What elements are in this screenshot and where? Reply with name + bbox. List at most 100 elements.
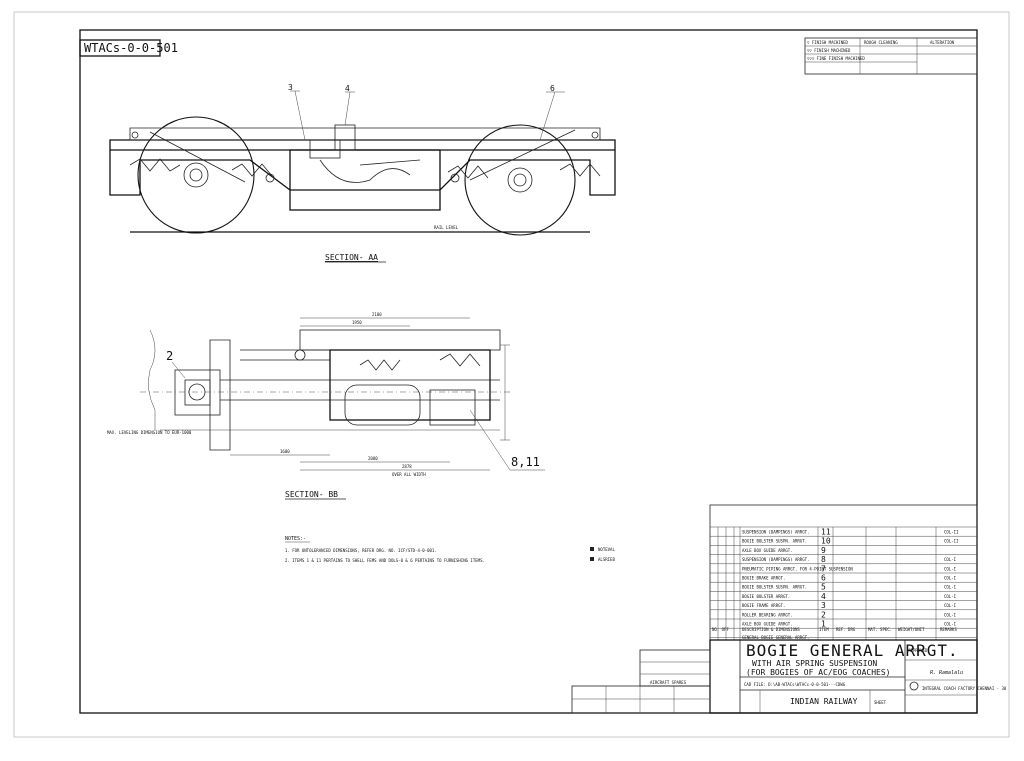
parts-row-remark: COL-I — [944, 566, 957, 571]
parts-row-remark: COL-I — [944, 585, 957, 590]
parts-row-desc: BOGIE BOLSTER ARRGT. — [742, 594, 790, 599]
parts-row-item: 2 — [821, 610, 826, 619]
title-sub-2: (FOR BOGIES OF AC/EOG COACHES) — [746, 668, 891, 677]
outer-border — [13, 11, 1010, 738]
parts-row-desc: BOGIE BRAKE ARRGT. — [742, 576, 785, 581]
surface-finish-table: ▽ FINISH MACHINED ▽▽ FINISH MACHINED ▽▽▽… — [804, 37, 978, 75]
parts-row-item: 1 — [821, 620, 826, 629]
note-2: 2. ITEMS 1 & 11 PERTAINS TO SHELL FEMS A… — [285, 558, 485, 563]
dim-1600: 1600 — [280, 449, 290, 454]
notes-block: NOTES:- 1. FOR UNTOLERANCED DIMENSIONS, … — [285, 536, 615, 563]
notes-heading: NOTES:- — [285, 536, 306, 542]
callout-8-11: 8,11 — [511, 455, 540, 469]
aircraft-spares-label: AIRCRAFT SPARES — [650, 680, 687, 685]
cad-file: CAD FILE: D:\AB-WTACs\WTACs-0-0-501---CD… — [744, 682, 846, 687]
parts-row: ROLLER BEARING ARRGT. 2 COL-I — [742, 610, 957, 619]
left-wheel — [137, 116, 255, 234]
parts-row: BOGIE BOLSTER SUSPN. ARRGT. 10 COL-II — [742, 537, 959, 546]
callout-2: 2 — [166, 349, 173, 363]
sheet-label: SHEET — [874, 700, 887, 705]
parts-row-desc: ROLLER BEARING ARRGT. — [742, 612, 793, 617]
parts-row: PNEUMATIC PIPING ARRGT. FOR 4-POINT SUSP… — [742, 564, 957, 573]
title-sub-1: WITH AIR SPRING SUSPENSION — [752, 659, 877, 668]
parts-row-desc: BOGIE BOLSTER SUSPN. ARRGT. — [742, 539, 807, 544]
parts-row-desc: AXLE BOX GUIDE ARRGT. — [742, 622, 793, 627]
note-1: 1. FOR UNTOLERANCED DIMENSIONS, REFER DR… — [285, 548, 437, 553]
parts-row-item: 11 — [821, 528, 831, 537]
title-main: BOGIE GENERAL ARRGT. — [746, 641, 959, 660]
finish-row-3: ▽▽▽ FINE FINISH MACHINED — [807, 56, 865, 61]
railway-name: INDIAN RAILWAY — [790, 697, 858, 706]
section-bb-drawing: 2180 1950 1600 2080 2878 OVER ALL WIDTH … — [107, 312, 545, 477]
parts-header-no: NO. OFF — [712, 627, 729, 632]
dim-2080: 2080 — [368, 456, 378, 461]
title-block: BOGIE GENERAL ARRGT. WITH AIR SPRING SUS… — [709, 639, 1007, 714]
rail-level-label: RAIL LEVEL — [434, 225, 459, 230]
parts-row-remark: COL-II — [944, 539, 959, 544]
right-wheel — [464, 124, 576, 236]
rough-cleaning-label: ROUGH CLEANING — [864, 40, 898, 45]
parts-row-remark: COL-I — [944, 557, 957, 562]
section-aa-title: SECTION- AA — [325, 253, 378, 262]
parts-row: BOGIE FRAME ARRGT. 3 COL-I — [742, 601, 957, 610]
section-bb-title: SECTION- BB — [285, 490, 338, 499]
parts-row: SUSPENSION (DAMPINGS) ARRGT. 11 COL-II — [742, 528, 959, 537]
parts-row-item: 7 — [821, 564, 826, 573]
section-aa-drawing: RAIL LEVEL 3 4 6 — [109, 83, 616, 236]
dim-1950: 1950 — [352, 320, 362, 325]
dim-2180: 2180 — [372, 312, 382, 317]
parts-header-mat: MAT. SPEC. — [868, 627, 892, 632]
parts-row-item: 4 — [821, 592, 826, 601]
leveling-note: MAX. LEVELING DIMENSION TO EUR-1000 — [107, 430, 192, 435]
approved-label: APPROVED — [908, 648, 928, 653]
parts-row-item: 6 — [821, 574, 826, 583]
legend-2: ALSRIEB — [598, 557, 615, 562]
parts-row-item: 10 — [821, 537, 831, 546]
parts-row: SUSPENSION (DAMPINGS) ARRGT. 8 COL-I — [742, 555, 957, 564]
callout-3: 3 — [288, 83, 293, 92]
parts-header-ref: REF. DRG — [836, 627, 856, 632]
parts-row-desc: SUSPENSION (DAMPINGS) ARRGT. — [742, 557, 809, 562]
finish-row-2: ▽▽ FINISH MACHINED — [807, 48, 851, 53]
factory-name: INTEGRAL COACH FACTORY CHENNAI - 38 — [922, 686, 1007, 691]
parts-row-desc: BOGIE BOLSTER SUSPN. ARRGT. — [742, 585, 807, 590]
revision-grid: AIRCRAFT SPARES — [571, 649, 711, 714]
drawing-number-box: WTACs-0-0-501 — [79, 39, 178, 57]
parts-row-remark: COL-I — [944, 603, 957, 608]
parts-row-item: 5 — [821, 583, 826, 592]
parts-row-remark: COL-I — [944, 622, 957, 627]
signature: R. Ramalalu — [930, 670, 963, 676]
parts-row-remark: COL-I — [944, 576, 957, 581]
parts-row-item: 9 — [821, 546, 826, 555]
parts-row-remark: COL-I — [944, 612, 957, 617]
drawing-number: WTACs-0-0-501 — [84, 41, 178, 55]
parts-row: AXLE BOX GUIDE ARRGT. 1 COL-I — [742, 620, 957, 629]
parts-row-remark: COL-I — [944, 594, 957, 599]
parts-row: BOGIE BOLSTER SUSPN. ARRGT. 5 COL-I — [742, 583, 957, 592]
parts-header-remarks: REMARKS — [940, 627, 957, 632]
parts-row-remark: COL-II — [944, 530, 959, 535]
callout-4: 4 — [345, 84, 350, 93]
parts-row-desc: BOGIE FRAME ARRGT. — [742, 603, 785, 608]
parts-row: BOGIE BRAKE ARRGT. 6 COL-I — [742, 574, 957, 583]
parts-header-desc: DESCRIPTION & DIMENSIONS — [742, 627, 800, 632]
dim-2878: 2878 — [402, 464, 412, 469]
parts-row-item: 3 — [821, 601, 826, 610]
parts-row-item: 8 — [821, 555, 826, 564]
parts-row: BOGIE BOLSTER ARRGT. 4 COL-I — [742, 592, 957, 601]
dim-overall-width: OVER ALL WIDTH — [392, 472, 426, 477]
parts-row-desc: AXLE BOX GUIDE ARRGT. — [742, 548, 793, 553]
callout-6: 6 — [550, 84, 555, 93]
finish-row-1: ▽ FINISH MACHINED — [807, 40, 849, 45]
alteration-label: ALTERATION — [930, 40, 955, 45]
parts-general: GENERAL BOGIE GENERAL ARRGT. — [742, 635, 809, 640]
legend-1: NOTEVAL — [598, 547, 615, 552]
parts-row-desc: SUSPENSION (DAMPINGS) ARRGT. — [742, 530, 809, 535]
parts-row: AXLE BOX GUIDE ARRGT. 9 — [742, 546, 826, 555]
drawing-frame — [79, 29, 978, 714]
parts-header-item: ITEM — [819, 627, 829, 632]
parts-row-desc: PNEUMATIC PIPING ARRGT. FOR 4-POINT SUSP… — [742, 566, 853, 571]
parts-header-wt: WEIGHT/UNIT — [898, 627, 925, 632]
